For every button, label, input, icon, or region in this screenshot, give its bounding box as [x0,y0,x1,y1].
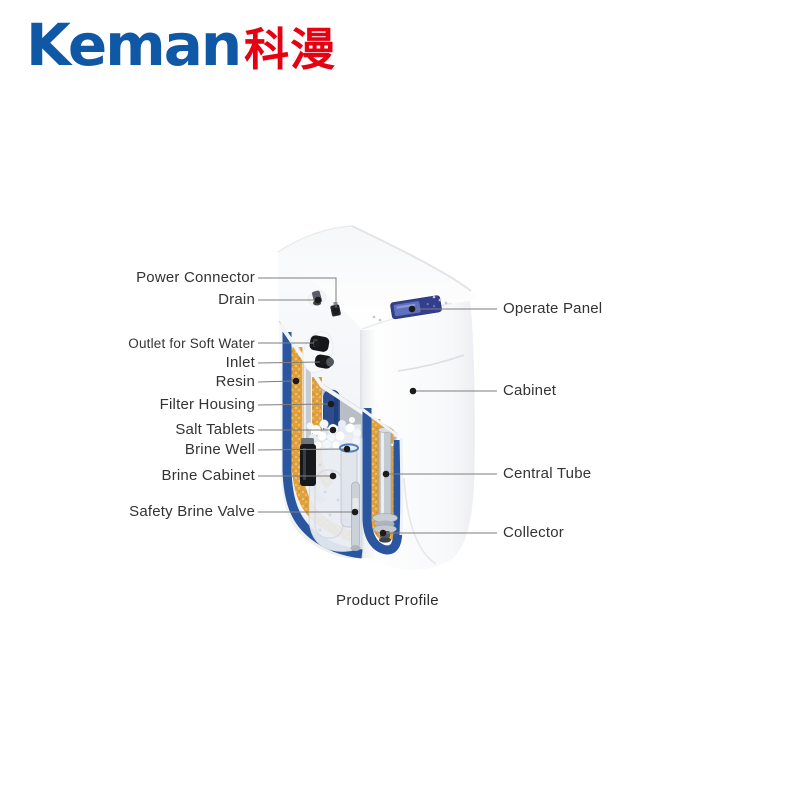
label-resin: Resin [215,373,255,390]
leader-lines [257,277,497,534]
label-power-connector: Power Connector [136,269,255,286]
leader-dots [292,296,417,537]
label-brine-well: Brine Well [184,441,255,458]
operate-panel [390,295,442,320]
dot-brine-well [343,445,351,453]
tank-wall-blue-right [362,408,403,555]
dot-central-tube [382,470,390,478]
safety-brine-valve [350,481,361,551]
dot-resin [292,377,300,385]
label-operate-panel: Operate Panel [503,300,603,317]
label-brine-cabinet: Brine Cabinet [161,467,255,484]
label-safety-brine-valve: Safety Brine Valve [129,503,255,520]
label-filter-housing: Filter Housing [159,396,255,413]
diagram-caption: Product Profile [336,592,439,609]
label-salt-tablets: Salt Tablets [175,421,255,438]
dot-cabinet [409,387,417,395]
leader-power-connector [258,277,337,309]
salt-tablets [306,417,361,450]
leader-resin [257,380,294,383]
brine-valve-fitting [300,438,316,486]
dot-brine-cabinet [329,472,337,480]
logo-text-cjk: 科漫 [244,23,337,76]
dot-outlet [313,340,321,348]
dot-operate-panel [408,305,416,313]
label-cabinet: Cabinet [503,382,557,399]
dot-filter-housing [327,400,335,408]
dot-collector [379,529,387,537]
leader-filter-housing [257,403,329,406]
label-drain: Drain [218,291,255,308]
keman-logo: Keman 科漫 [26,16,336,74]
label-collector: Collector [503,524,564,541]
label-inlet: Inlet [225,354,255,371]
logo-text-latin: Keman [26,11,242,79]
front-seam-line [397,354,465,372]
top-face-vents [372,295,448,322]
dot-power-connector [332,307,340,315]
right-edge-highlight [399,437,404,536]
top-left-edge [277,225,353,253]
dot-drain [314,296,322,304]
leader-brine-well [257,448,345,451]
dot-safety-brine-valve [351,508,359,516]
right-top-edge-highlight [361,407,399,438]
label-outlet-soft-water: Outlet for Soft Water [128,336,255,351]
front-corner-seam [403,477,437,565]
label-central-tube: Central Tube [503,465,592,482]
filter-housing-shadow [334,394,338,432]
leader-inlet [257,361,321,364]
dot-salt-tablets [329,426,337,434]
dot-inlet [319,358,327,366]
top-back-edge [351,225,472,292]
